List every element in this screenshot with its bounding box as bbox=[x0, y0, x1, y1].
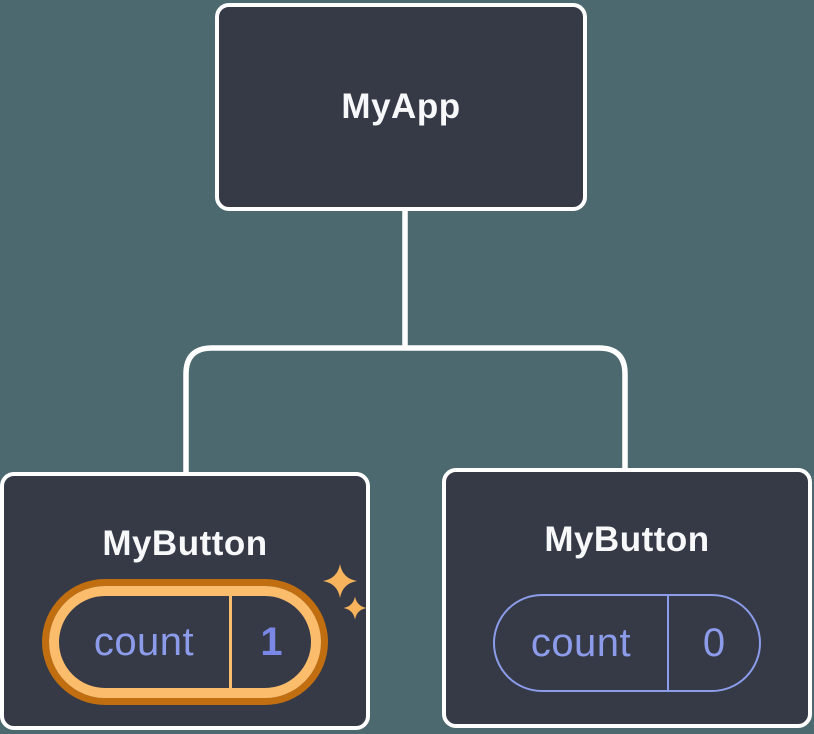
state-pill: count 0 bbox=[493, 594, 761, 692]
sparkle-small bbox=[343, 596, 367, 620]
node-myapp-label: MyApp bbox=[341, 87, 461, 126]
state-key-label: count bbox=[530, 620, 632, 665]
connector-branch bbox=[183, 345, 628, 476]
state-pill-divider bbox=[667, 596, 669, 690]
state-pill-divider bbox=[229, 596, 232, 688]
state-value: 0 bbox=[702, 620, 726, 665]
node-mybutton-right-label: MyButton bbox=[544, 520, 710, 559]
state-key-label: count bbox=[93, 619, 195, 664]
state-pill-highlighted: count 1 bbox=[49, 586, 321, 698]
state-key-cell: count bbox=[59, 596, 229, 688]
state-value: 1 bbox=[260, 619, 283, 664]
sparkles-icon bbox=[323, 564, 367, 620]
sparkle-large bbox=[323, 564, 357, 598]
state-value-cell: 1 bbox=[232, 596, 311, 688]
state-value-cell: 0 bbox=[669, 596, 759, 690]
state-key-cell: count bbox=[495, 596, 667, 690]
node-mybutton-left-label: MyButton bbox=[102, 524, 268, 563]
node-myapp: MyApp bbox=[215, 3, 587, 211]
node-mybutton-right: MyButton count 0 bbox=[442, 468, 812, 728]
node-mybutton-left: MyButton count 1 bbox=[0, 472, 370, 730]
